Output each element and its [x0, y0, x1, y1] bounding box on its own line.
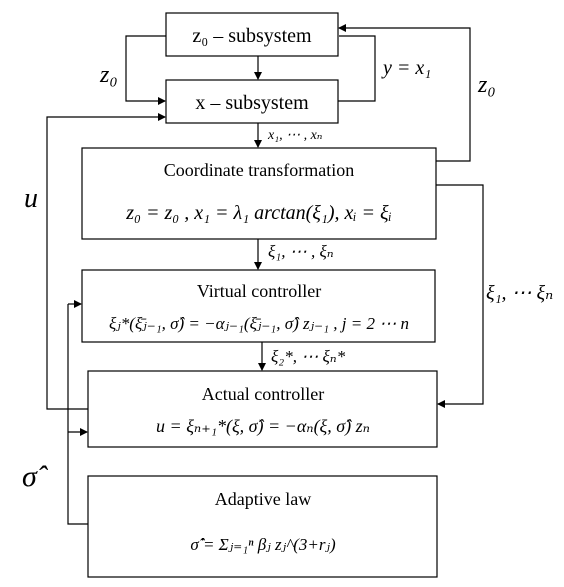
y-eq-x1-label: y = x₁	[381, 57, 431, 79]
xi-vector-label: ξ₁, ⋯ , ξₙ	[268, 242, 334, 261]
coordinate-transformation-equation: z₀ = z₀ , x₁ = λ₁ arctan(ξ₁), xᵢ = ξᵢ	[125, 202, 392, 224]
y-feedback-loop-arrow	[338, 35, 376, 102]
xi-right-path-arrow	[436, 184, 484, 408]
virtual-controller-equation: ξⱼ*(ξ̄ⱼ₋₁, σ̂) = −αⱼ₋₁(ξ̄ⱼ₋₁, σ̂) zⱼ₋₁ ,…	[109, 314, 409, 333]
sigma-hat-label: σ̂	[22, 460, 49, 493]
z0-left-label: z₀	[99, 62, 118, 88]
actual-controller-equation: u = ξₙ₊₁*(ξ, σ̂) = −αₙ(ξ, σ̂) zₙ	[156, 416, 370, 437]
x-vector-label: x₁, ⋯ , xₙ	[267, 128, 323, 143]
coordinate-transformation-title: Coordinate transformation	[164, 160, 354, 180]
adaptive-law-block: Adaptive law σ̂̇ = Σⱼ₌₁ⁿ βⱼ zⱼ^(3+rⱼ)	[87, 475, 438, 578]
virtual-controller-title: Virtual controller	[197, 281, 321, 301]
coordinate-transformation-block: Coordinate transformation z₀ = z₀ , x₁ =…	[81, 147, 437, 240]
z0-left-loop-arrow	[125, 35, 166, 105]
z0-subsystem-block: z₀ – subsystem	[165, 12, 339, 57]
adaptive-law-equation: σ̂̇ = Σⱼ₌₁ⁿ βⱼ zⱼ^(3+rⱼ)	[190, 535, 336, 554]
x-subsystem-block: x – subsystem	[165, 79, 339, 124]
adaptive-law-title: Adaptive law	[215, 489, 311, 509]
xi-right-label: ξ₁, ⋯ ξₙ	[486, 282, 553, 304]
actual-controller-block: Actual controller u = ξₙ₊₁*(ξ, σ̂) = −αₙ…	[87, 370, 438, 448]
sigma-hat-path	[67, 304, 88, 525]
x-subsystem-title: x – subsystem	[195, 92, 309, 114]
virtual-controller-block: Virtual controller ξⱼ*(ξ̄ⱼ₋₁, σ̂) = −αⱼ₋…	[81, 269, 436, 343]
z0-subsystem-title: z₀ – subsystem	[192, 25, 312, 47]
u-label: u	[24, 183, 38, 214]
z0-right-loop-arrow	[338, 24, 471, 162]
z0-right-label: z₀	[477, 72, 496, 98]
xi-star-vector-label: ξ₂*, ⋯ ξₙ*	[271, 347, 346, 366]
actual-controller-title: Actual controller	[202, 384, 324, 404]
